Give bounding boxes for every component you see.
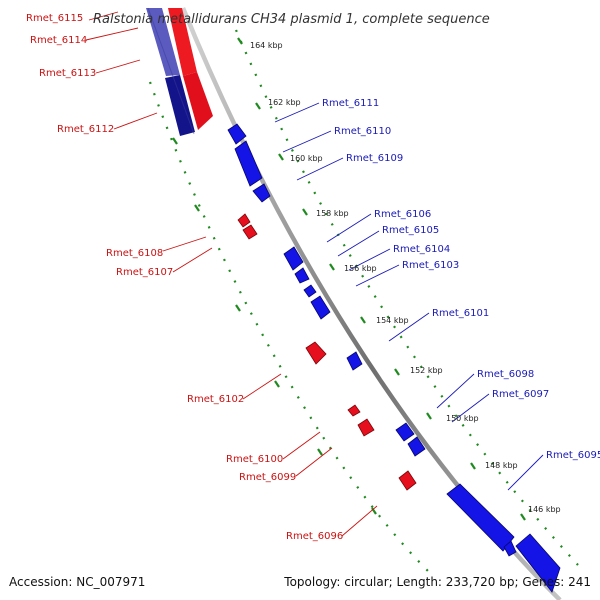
reverse-leader-lines bbox=[85, 11, 378, 537]
gene-label[interactable]: Rmet_6112 bbox=[57, 124, 114, 135]
gene-label[interactable]: Rmet_6104 bbox=[393, 244, 450, 255]
gene-label[interactable]: Rmet_6097 bbox=[492, 389, 549, 400]
reverse-gene-labels: Rmet_6115 Rmet_6114 Rmet_6113 Rmet_6112 … bbox=[26, 13, 343, 542]
accession-text: Accession: NC_007971 bbox=[9, 575, 145, 589]
inner-tick-ring bbox=[148, 81, 433, 576]
gene-label[interactable]: Rmet_6108 bbox=[106, 248, 163, 259]
major-ticks bbox=[172, 37, 526, 521]
top-lanes bbox=[146, 7, 213, 136]
tick-label: 156 kbp bbox=[344, 264, 377, 273]
scale-tick-labels: 164 kbp 162 kbp 160 kbp 158 kbp 156 kbp … bbox=[250, 41, 561, 514]
lane-red-lower bbox=[183, 72, 213, 130]
tick-label: 146 kbp bbox=[528, 505, 561, 514]
gene-label[interactable]: Rmet_6105 bbox=[382, 225, 439, 236]
lane-red-upper bbox=[168, 8, 197, 76]
gene-label[interactable]: Rmet_6102 bbox=[187, 394, 244, 405]
gene-label[interactable]: Rmet_6103 bbox=[402, 260, 459, 271]
gene-label[interactable]: Rmet_6101 bbox=[432, 308, 489, 319]
gene-label[interactable]: Rmet_6107 bbox=[116, 267, 173, 278]
tick-label: 162 kbp bbox=[268, 98, 301, 107]
tick-label: 160 kbp bbox=[290, 154, 323, 163]
gene-label[interactable]: Rmet_6111 bbox=[322, 98, 379, 109]
topology-summary: Topology: circular; Length: 233,720 bp; … bbox=[283, 575, 591, 589]
gene-label[interactable]: Rmet_6115 bbox=[26, 13, 83, 24]
gene-label[interactable]: Rmet_6113 bbox=[39, 68, 96, 79]
gene-label[interactable]: Rmet_6114 bbox=[30, 35, 87, 46]
tick-label: 152 kbp bbox=[410, 366, 443, 375]
map-title: Ralstonia metallidurans CH34 plasmid 1, … bbox=[93, 12, 490, 27]
forward-gene-blocks bbox=[227, 123, 561, 593]
reverse-gene-blocks bbox=[237, 213, 417, 491]
gene-label[interactable]: Rmet_6095 bbox=[546, 450, 600, 461]
gene-label[interactable]: Rmet_6100 bbox=[226, 454, 283, 465]
gene-label[interactable]: Rmet_6106 bbox=[374, 209, 431, 220]
tick-label: 148 kbp bbox=[485, 461, 518, 470]
tick-label: 150 kbp bbox=[446, 414, 479, 423]
gene-label[interactable]: Rmet_6096 bbox=[286, 531, 343, 542]
gene-label[interactable]: Rmet_6110 bbox=[334, 126, 391, 137]
forward-gene-labels: Rmet_6111 Rmet_6110 Rmet_6109 Rmet_6106 … bbox=[322, 98, 600, 461]
lane-blue-dark bbox=[165, 75, 195, 136]
forward-leader-lines bbox=[274, 102, 544, 491]
gene-label[interactable]: Rmet_6099 bbox=[239, 472, 296, 483]
tick-label: 158 kbp bbox=[316, 209, 349, 218]
tick-label: 164 kbp bbox=[250, 41, 283, 50]
gene-label[interactable]: Rmet_6109 bbox=[346, 153, 403, 164]
gene-label[interactable]: Rmet_6098 bbox=[477, 369, 534, 380]
tick-label: 154 kbp bbox=[376, 316, 409, 325]
